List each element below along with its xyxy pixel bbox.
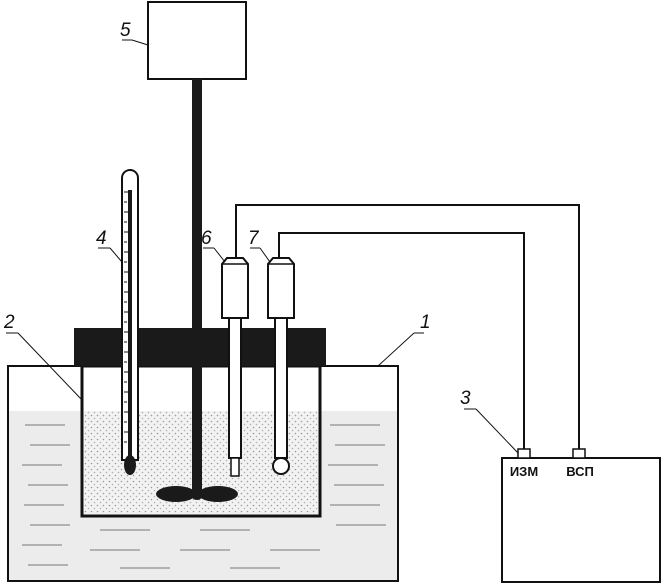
meter-port-measuring — [517, 448, 531, 459]
meter-device: ИЗМ ВСП — [501, 448, 661, 583]
label-electrode-7: 7 — [248, 228, 260, 249]
stirrer-shaft — [192, 79, 202, 493]
leader-line-3 — [475, 408, 519, 454]
stirrer-motor — [147, 1, 247, 80]
thermometer-scale — [124, 191, 129, 443]
thermometer — [121, 169, 139, 475]
label-vessel: 2 — [3, 312, 15, 333]
thermometer-bulb — [124, 455, 136, 475]
label-meter: 3 — [460, 388, 471, 409]
leader-line-1 — [377, 332, 415, 367]
leader-line-5 — [131, 39, 149, 46]
measuring-electrode — [221, 257, 249, 477]
meter-port-reference — [572, 448, 586, 459]
leader-line-7 — [259, 247, 271, 263]
label-thermometer: 4 — [96, 228, 107, 249]
reference-electrode — [267, 257, 295, 475]
meter-port-reference-label: ВСП — [566, 464, 594, 479]
wire-electrode-7-to-meter — [278, 232, 525, 450]
label-bath: 1 — [420, 312, 431, 333]
label-stirrer-motor: 5 — [120, 20, 131, 41]
label-electrode-6: 6 — [201, 228, 212, 249]
thermometer-capillary — [128, 190, 132, 458]
stirrer-impeller — [156, 486, 238, 502]
leader-line-6 — [213, 247, 226, 263]
bath-liquid-hatching — [22, 424, 386, 569]
wire-electrode-6-to-meter — [235, 204, 580, 450]
leader-line-4 — [109, 247, 123, 263]
meter-port-measuring-label: ИЗМ — [510, 464, 538, 479]
leader-line-2 — [17, 332, 83, 401]
